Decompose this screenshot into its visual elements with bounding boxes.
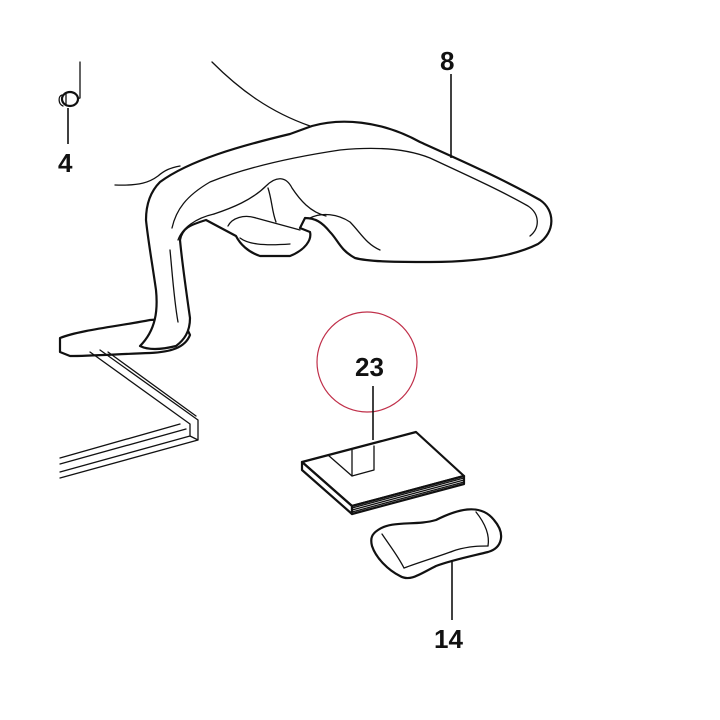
part-label-14: 14 [434,624,463,654]
part-23-pad [300,430,466,516]
part-8-cover [138,120,553,351]
bottom-tray [59,349,199,479]
part-23-highlight-circle [316,311,418,413]
part-label-8: 8 [440,46,454,76]
part-14-cushion [370,508,503,580]
part-label-23: 23 [355,352,384,382]
part-4-clip [58,61,81,108]
part-label-4: 4 [58,148,73,178]
